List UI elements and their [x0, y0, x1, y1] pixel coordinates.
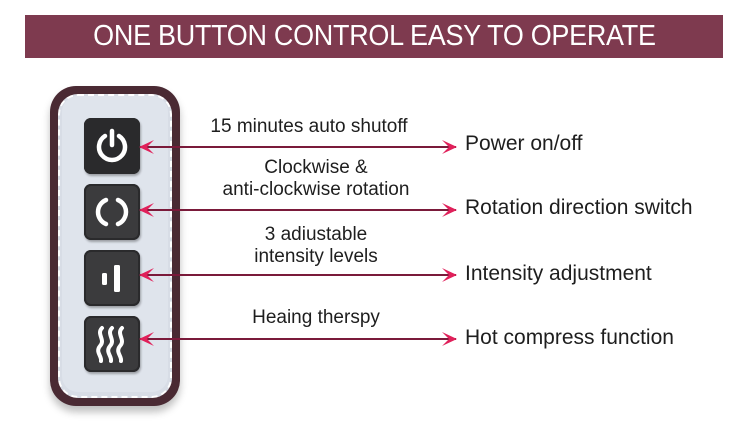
heat-waves-icon — [96, 326, 124, 363]
function-label: Power on/off — [465, 132, 583, 155]
power-icon — [96, 128, 128, 163]
banner-title: ONE BUTTON CONTROL EASY TO OPERATE — [92, 20, 656, 52]
function-label: Rotation direction switch — [465, 196, 693, 219]
arrow-right-head-icon — [442, 332, 457, 346]
intensity-button[interactable] — [84, 250, 140, 306]
description-line: 15 minutes auto shutoff — [210, 116, 408, 137]
function-label: Hot compress function — [465, 326, 674, 349]
heat-button[interactable] — [84, 316, 140, 372]
remote-control — [50, 86, 180, 406]
arrow-connector — [139, 332, 457, 346]
description-line: 3 adiustable — [264, 224, 368, 245]
description-line: anti-clockwise rotation — [222, 179, 410, 200]
title-banner: ONE BUTTON CONTROL EASY TO OPERATE — [25, 15, 723, 58]
rotation-icon — [95, 197, 129, 227]
arrow-left-head-icon — [139, 140, 154, 154]
description-line: Clockwise & — [264, 157, 368, 178]
rotation-button[interactable] — [84, 184, 140, 240]
feature-description: 15 minutes auto shutoff — [186, 116, 432, 138]
feature-description: Clockwise & anti-clockwise rotation — [196, 157, 436, 201]
description-line: intensity levels — [254, 246, 378, 267]
feature-description: Heaing therspy — [196, 307, 436, 329]
arrow-connector — [139, 140, 457, 154]
arrow-connector — [139, 203, 457, 217]
function-label: Intensity adjustment — [465, 262, 652, 285]
arrow-left-head-icon — [139, 268, 154, 282]
intensity-icon — [102, 265, 120, 292]
arrow-connector — [139, 268, 457, 282]
arrow-right-head-icon — [442, 203, 457, 217]
arrow-right-head-icon — [442, 268, 457, 282]
arrow-left-head-icon — [139, 203, 154, 217]
feature-description: 3 adiustable intensity levels — [196, 224, 436, 268]
power-button[interactable] — [84, 118, 140, 174]
description-line: Heaing therspy — [252, 307, 380, 328]
arrow-left-head-icon — [139, 332, 154, 346]
arrow-right-head-icon — [442, 140, 457, 154]
